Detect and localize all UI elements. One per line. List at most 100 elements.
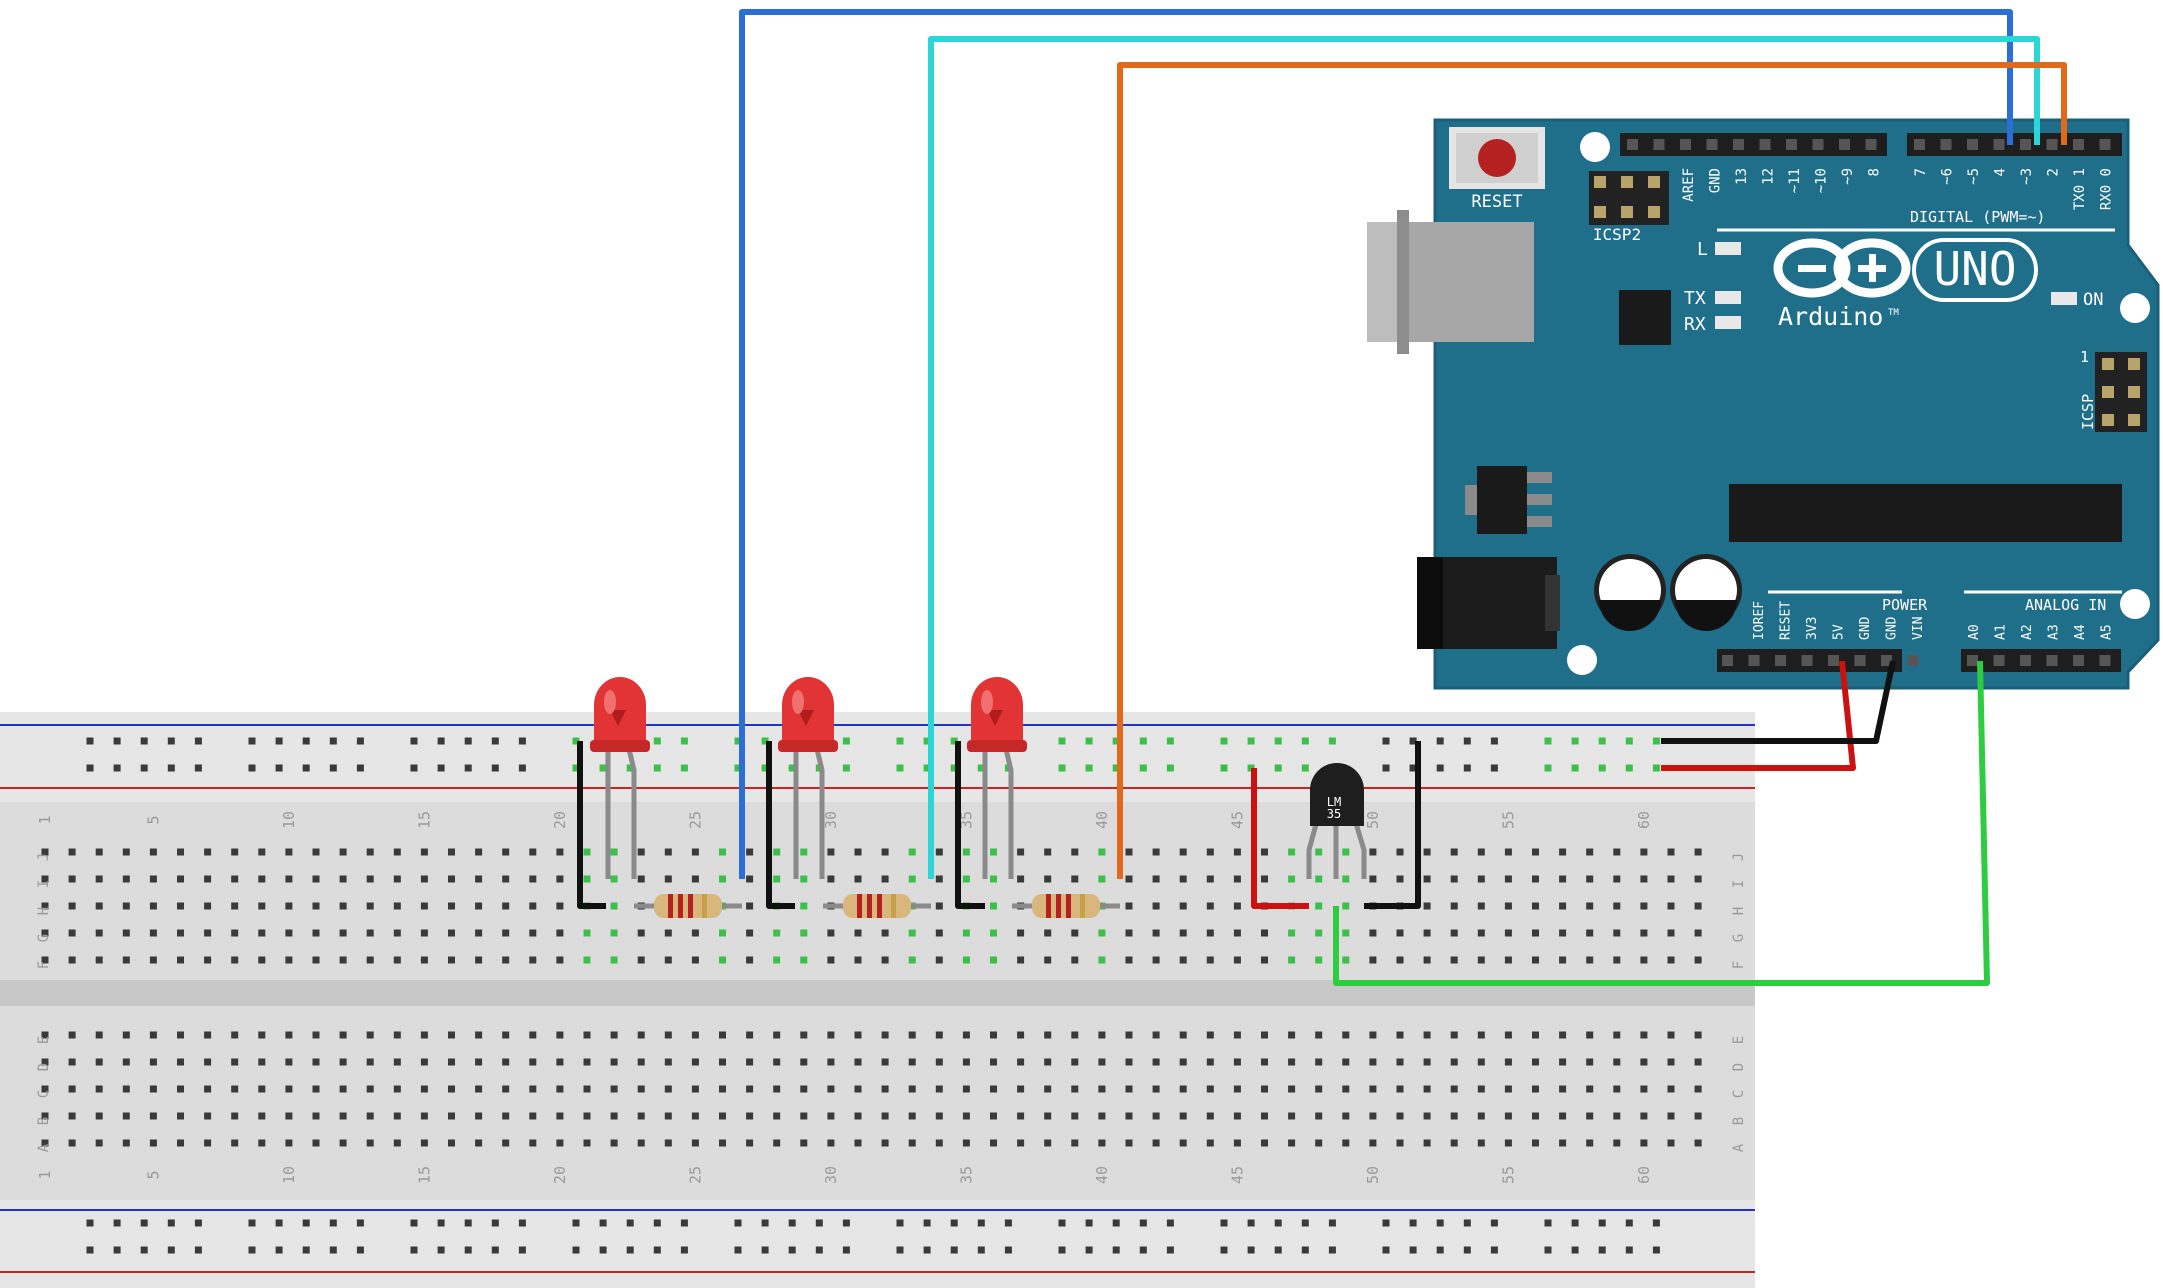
breadboard-hole bbox=[475, 1058, 483, 1066]
header-pin bbox=[2099, 139, 2111, 150]
rail-hole bbox=[1328, 737, 1336, 745]
digital-pin-label: 4 bbox=[1993, 168, 2009, 176]
voltage-regulator bbox=[1465, 466, 1552, 534]
breadboard-hole bbox=[204, 848, 212, 856]
breadboard-hole bbox=[1423, 956, 1431, 964]
breadboard-hole bbox=[800, 1058, 808, 1066]
breadboard-hole bbox=[177, 848, 184, 856]
breadboard-hole bbox=[420, 956, 428, 964]
breadboard-hole bbox=[420, 1112, 428, 1120]
breadboard-hole bbox=[95, 929, 103, 937]
breadboard-hole bbox=[1694, 848, 1702, 856]
breadboard-hole bbox=[1559, 875, 1567, 883]
column-number: 1 bbox=[36, 815, 54, 824]
breadboard-hole bbox=[1396, 1058, 1404, 1066]
breadboard-hole bbox=[1071, 1112, 1079, 1120]
wires bbox=[577, 9, 2067, 986]
breadboard-hole bbox=[1694, 902, 1702, 910]
breadboard-hole bbox=[1667, 1031, 1675, 1039]
reset-button-icon[interactable] bbox=[1449, 127, 1545, 189]
breadboard-hole bbox=[1504, 875, 1512, 883]
rail-hole bbox=[734, 764, 742, 772]
column-number: 45 bbox=[1228, 1166, 1246, 1184]
column-number: 5 bbox=[144, 1170, 162, 1179]
rail-hole bbox=[1301, 737, 1309, 745]
breadboard-hole bbox=[773, 956, 781, 964]
breadboard-hole bbox=[258, 1139, 266, 1147]
power-jack-icon bbox=[1417, 557, 1560, 649]
breadboard-hole bbox=[556, 956, 564, 964]
breadboard-hole bbox=[990, 1112, 997, 1120]
breadboard-hole bbox=[204, 1031, 212, 1039]
column-number: 10 bbox=[280, 811, 298, 829]
breadboard-hole bbox=[583, 1139, 591, 1147]
breadboard-hole bbox=[475, 875, 483, 883]
breadboard-hole bbox=[854, 1139, 862, 1147]
led-rx-indicator bbox=[1715, 316, 1741, 329]
breadboard-hole bbox=[1423, 1031, 1431, 1039]
breadboard-hole bbox=[1694, 1112, 1702, 1120]
breadboard-hole bbox=[556, 902, 564, 910]
bottom-power-rail bbox=[0, 1200, 1755, 1288]
breadboard-hole bbox=[854, 929, 862, 937]
breadboard-hole bbox=[1423, 929, 1431, 937]
breadboard-hole bbox=[41, 1058, 49, 1066]
breadboard-hole bbox=[68, 902, 76, 910]
breadboard-hole bbox=[177, 1139, 184, 1147]
rail-hole bbox=[410, 737, 418, 745]
breadboard-hole bbox=[68, 848, 76, 856]
row-letter: B bbox=[36, 1117, 52, 1125]
breadboard-hole bbox=[1152, 1058, 1160, 1066]
rail-hole bbox=[1220, 764, 1228, 772]
breadboard-hole bbox=[854, 1112, 862, 1120]
rail-hole bbox=[680, 764, 688, 772]
breadboard-hole bbox=[448, 1085, 455, 1093]
wire-blue-pin4 bbox=[739, 9, 2013, 879]
header-pin bbox=[1993, 655, 2005, 666]
breadboard-hole bbox=[312, 1112, 320, 1120]
analog-pin-label: A4 bbox=[2073, 624, 2088, 640]
breadboard-hole bbox=[1450, 875, 1458, 883]
power-pin-label: 3V3 bbox=[1805, 617, 1820, 640]
rail-hole bbox=[1085, 1246, 1093, 1254]
breadboard-hole bbox=[1017, 1085, 1025, 1093]
row-letter: I bbox=[1731, 880, 1747, 888]
breadboard-hole bbox=[556, 1139, 564, 1147]
breadboard-hole bbox=[691, 1058, 699, 1066]
breadboard-hole bbox=[420, 1058, 428, 1066]
breadboard-hole bbox=[231, 848, 239, 856]
breadboard-hole bbox=[881, 848, 889, 856]
header-pin bbox=[1967, 139, 1978, 150]
rail-hole bbox=[464, 764, 472, 772]
rail-hole bbox=[1571, 764, 1579, 772]
resistor-icon bbox=[823, 894, 931, 918]
breadboard-hole bbox=[149, 956, 157, 964]
breadboard-hole bbox=[827, 929, 835, 937]
breadboard-hole bbox=[854, 1058, 862, 1066]
breadboard-hole bbox=[285, 929, 293, 937]
breadboard-hole bbox=[610, 1085, 618, 1093]
wire-cyan-pin3 bbox=[928, 36, 2040, 879]
power-pin-label: IOREF bbox=[1752, 601, 1767, 640]
rail-hole bbox=[734, 1219, 742, 1227]
header-pin bbox=[2020, 655, 2031, 666]
breadboard-hole bbox=[1206, 1112, 1214, 1120]
breadboard-hole bbox=[366, 929, 374, 937]
breadboard-hole bbox=[1396, 956, 1404, 964]
breadboard-hole bbox=[1504, 1031, 1512, 1039]
breadboard-hole bbox=[1504, 1085, 1512, 1093]
breadboard-hole bbox=[908, 848, 916, 856]
breadboard-hole bbox=[502, 1139, 510, 1147]
analog-header bbox=[1961, 649, 2121, 672]
breadboard-hole bbox=[1640, 1031, 1648, 1039]
breadboard-hole bbox=[962, 1058, 970, 1066]
breadboard-hole bbox=[962, 848, 970, 856]
breadboard-hole bbox=[1559, 848, 1567, 856]
rail-hole bbox=[140, 737, 148, 745]
breadboard-hole bbox=[935, 1085, 943, 1093]
breadboard-hole bbox=[149, 1139, 157, 1147]
rail-hole bbox=[1274, 764, 1282, 772]
wire-black-led2-gnd bbox=[766, 741, 795, 909]
breadboard-hole bbox=[339, 848, 347, 856]
